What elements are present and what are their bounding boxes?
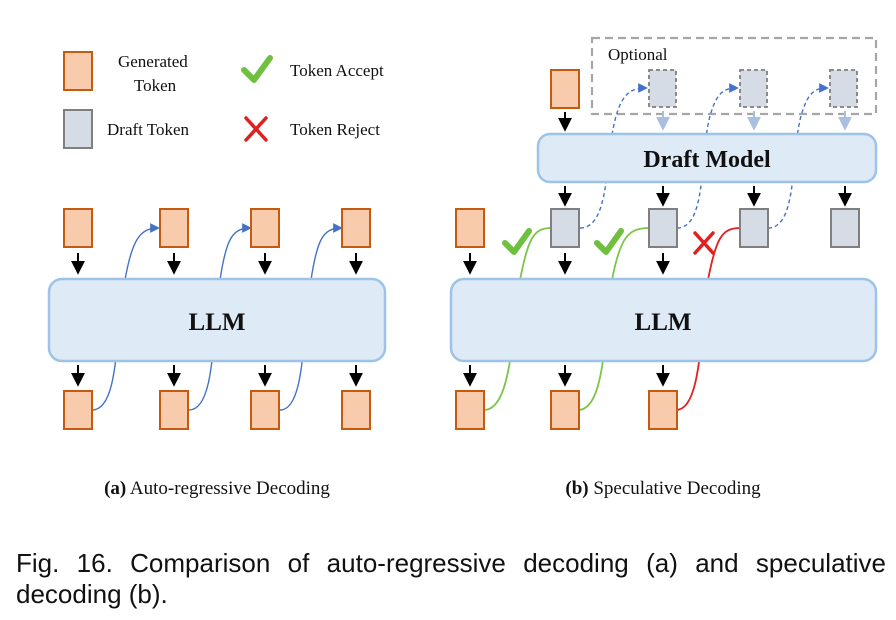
generated-token (250, 390, 280, 430)
generated-token (63, 208, 93, 248)
legend-generated-token-line2: Token (134, 76, 177, 95)
generated-token (455, 390, 485, 430)
generated-token (648, 390, 678, 430)
generated-token (159, 208, 189, 248)
llm-label: LLM (189, 309, 246, 336)
svg-text:Generated Token: Generated Token (118, 52, 192, 95)
generated-token (341, 208, 371, 248)
panel-b-caption: (b) Speculative Decoding (565, 478, 761, 499)
diagram-canvas: Generated Token Draft Token Token Accept… (47, 36, 878, 499)
draft-token (550, 208, 580, 248)
legend-token-accept-label: Token Accept (290, 61, 384, 80)
llm-block (47, 277, 387, 363)
panel-a-caption-text: Auto-regressive Decoding (126, 478, 330, 499)
generated-token (159, 390, 189, 430)
panel-b-speculative: Optional Draft Model (449, 36, 878, 499)
check-icon (594, 228, 624, 255)
optional-draft-token (648, 69, 677, 108)
optional-draft-token (739, 69, 768, 108)
panel-b-caption-prefix: (b) (565, 478, 588, 499)
legend-draft-token-swatch (63, 109, 93, 149)
panel-a-caption-prefix: (a) (104, 478, 126, 499)
draft-model-label: Draft Model (643, 147, 771, 173)
legend-draft-token-label: Draft Token (107, 120, 190, 139)
draft-feedback-arrow (676, 83, 739, 229)
cross-icon (693, 231, 715, 255)
panel-a-autoregressive: LLM (a) Auto-regressive Decoding (47, 208, 387, 499)
generated-token (550, 390, 580, 430)
generated-token (250, 208, 280, 248)
draft-token (648, 208, 678, 248)
draft-feedback-arrow (767, 83, 829, 229)
draft-token (739, 208, 769, 248)
optional-draft-token (829, 69, 858, 108)
optional-label: Optional (608, 45, 668, 64)
cross-icon (244, 116, 268, 142)
legend-generated-token-swatch (63, 51, 93, 91)
legend-token-reject-label: Token Reject (290, 120, 380, 139)
draft-model-block (536, 132, 878, 184)
legend: Generated Token Draft Token Token Accept… (63, 51, 384, 149)
generated-token (550, 69, 580, 109)
llm-label: LLM (635, 309, 692, 336)
panel-a-caption: (a) Auto-regressive Decoding (104, 478, 330, 499)
generated-token (341, 390, 371, 430)
llm-block (449, 277, 878, 363)
generated-token (63, 390, 93, 430)
legend-generated-token-line1: Generated (118, 52, 188, 71)
check-icon (502, 228, 532, 255)
figure-caption: Fig. 16. Comparison of auto-regressive d… (16, 548, 886, 609)
check-icon (241, 55, 273, 83)
generated-token (455, 208, 485, 248)
panel-b-caption-text: Speculative Decoding (589, 478, 762, 499)
draft-token (830, 208, 860, 248)
draft-feedback-arrow (579, 83, 648, 229)
optional-region (590, 36, 878, 116)
